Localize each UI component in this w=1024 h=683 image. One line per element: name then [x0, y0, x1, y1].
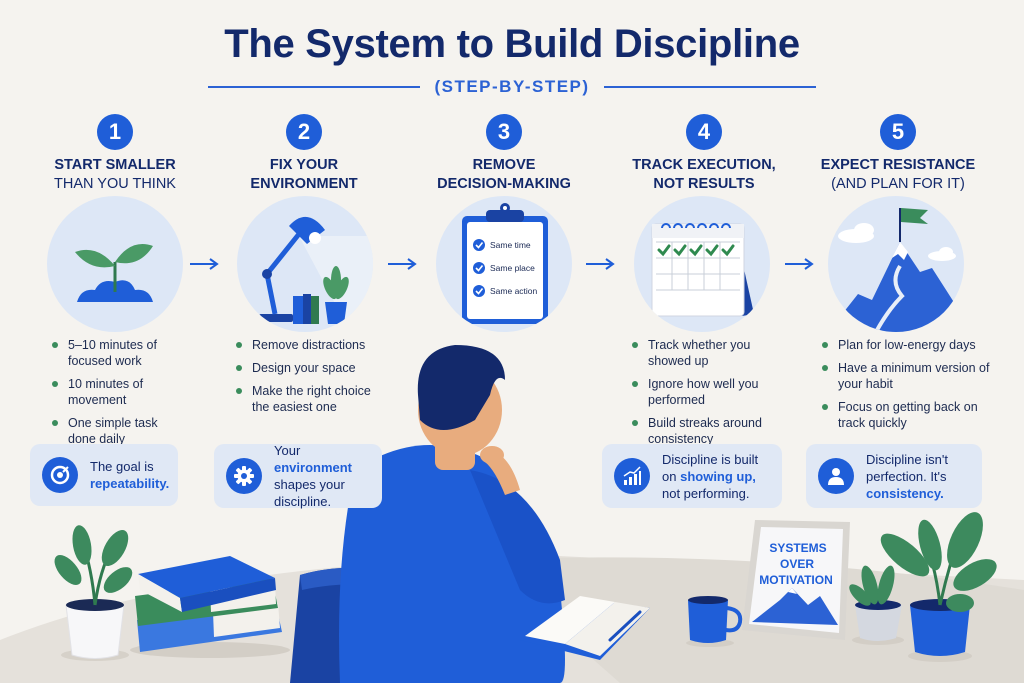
bullet-item: 10 minutes of movement [52, 376, 182, 408]
bullet-item: One simple task done daily [52, 415, 182, 447]
step-5: 5 EXPECT RESISTANCE (AND PLAN FOR IT) [808, 114, 988, 194]
svg-text:Same time: Same time [490, 240, 531, 250]
divider-right [603, 86, 816, 88]
step-2-bullets: Remove distractions Design your space Ma… [236, 337, 376, 422]
step-1: 1 START SMALLER THAN YOU THINK [25, 114, 205, 194]
clipboard-checklist-icon: Same time Same place Same action [436, 196, 572, 332]
bullet-item: 5–10 minutes of focused work [52, 337, 182, 369]
svg-text:OVER: OVER [780, 557, 814, 571]
gear-icon [226, 458, 262, 494]
step-title-line1: START SMALLER [54, 157, 176, 173]
step-3: 3 REMOVE DECISION-MAKING [414, 114, 594, 194]
step-4: 4 TRACK EXECUTION, NOT RESULTS [614, 114, 794, 194]
step-title: FIX YOUR ENVIRONMENT [214, 156, 394, 194]
step-title: REMOVE DECISION-MAKING [414, 156, 594, 194]
subtitle-row: (STEP-BY-STEP) [208, 77, 816, 97]
potted-plant-large [880, 512, 997, 662]
bullet-item: Ignore how well you performed [632, 376, 772, 408]
step-5-callout: Discipline isn't perfection. It's consis… [806, 444, 982, 508]
step-title-line1: EXPECT RESISTANCE [820, 157, 976, 173]
bullet-item: Build streaks around consistency [632, 415, 772, 447]
step-5-bullets: Plan for low-energy days Have a minimum … [822, 337, 992, 438]
step-number: 2 [286, 114, 322, 150]
callout-text: Discipline is built on showing up, not p… [662, 451, 759, 501]
mountain-flag-icon [828, 196, 964, 332]
potted-plant-small [849, 565, 904, 645]
step-2-callout: Your environment shapes your discipline. [214, 443, 382, 509]
step-title-line2: DECISION-MAKING [437, 176, 571, 192]
potted-plant-left [54, 525, 133, 661]
step-title-line2: ENVIRONMENT [250, 176, 358, 192]
callout-text: Your environment shapes your discipline. [274, 443, 353, 509]
arrow-right-icon [586, 258, 615, 270]
bullet-item: Design your space [236, 360, 376, 376]
arrow-right-icon [785, 258, 814, 270]
callout-text: Discipline isn't perfection. It's consis… [866, 451, 948, 501]
sprout-icon [47, 196, 183, 332]
target-icon [42, 457, 78, 493]
step-title: START SMALLER THAN YOU THINK [25, 156, 205, 194]
open-notebook [520, 596, 650, 660]
step-title-line1: TRACK EXECUTION, [632, 157, 776, 173]
bullet-item: Plan for low-energy days [822, 337, 992, 353]
step-number: 1 [97, 114, 133, 150]
arrow-right-icon [190, 258, 219, 270]
arrow-right-icon [388, 258, 417, 270]
step-title-line1: REMOVE [472, 157, 536, 173]
step-title: EXPECT RESISTANCE (AND PLAN FOR IT) [808, 156, 988, 194]
divider-left [208, 86, 421, 88]
bullet-item: Track whether you showed up [632, 337, 772, 369]
bullet-item: Have a minimum version of your habit [822, 360, 992, 392]
step-2: 2 FIX YOUR ENVIRONMENT [214, 114, 394, 194]
step-number: 3 [486, 114, 522, 150]
callout-text: The goal is repeatability. [90, 459, 170, 491]
growth-chart-icon [614, 458, 650, 494]
calendar-checks-icon [634, 196, 770, 332]
svg-text:Same place: Same place [490, 263, 535, 273]
page-title: The System to Build Discipline [224, 22, 800, 66]
bullet-item: Make the right choice the easiest one [236, 383, 376, 415]
desk-lamp-icon [237, 196, 373, 332]
step-title: TRACK EXECUTION, NOT RESULTS [614, 156, 794, 194]
step-title-line1: FIX YOUR [269, 157, 339, 173]
svg-text:SYSTEMS: SYSTEMS [769, 541, 826, 555]
bullet-item: Remove distractions [236, 337, 376, 353]
step-title-line2: THAN YOU THINK [54, 176, 176, 192]
person-icon [818, 458, 854, 494]
step-number: 4 [686, 114, 722, 150]
step-1-callout: The goal is repeatability. [30, 444, 178, 506]
motivation-frame: SYSTEMS OVER MOTIVATION [742, 520, 850, 640]
step-1-bullets: 5–10 minutes of focused work 10 minutes … [52, 337, 182, 454]
svg-text:MOTIVATION: MOTIVATION [759, 573, 833, 587]
step-number: 5 [880, 114, 916, 150]
book-stack [130, 556, 290, 658]
step-title-line2: NOT RESULTS [653, 176, 755, 192]
step-title-line2: (AND PLAN FOR IT) [831, 176, 965, 192]
subtitle: (STEP-BY-STEP) [434, 77, 590, 96]
bullet-item: Focus on getting back on track quickly [822, 399, 992, 431]
step-4-callout: Discipline is built on showing up, not p… [602, 444, 782, 508]
svg-text:Same action: Same action [490, 286, 538, 296]
step-4-bullets: Track whether you showed up Ignore how w… [632, 337, 772, 454]
coffee-mug [686, 596, 743, 647]
